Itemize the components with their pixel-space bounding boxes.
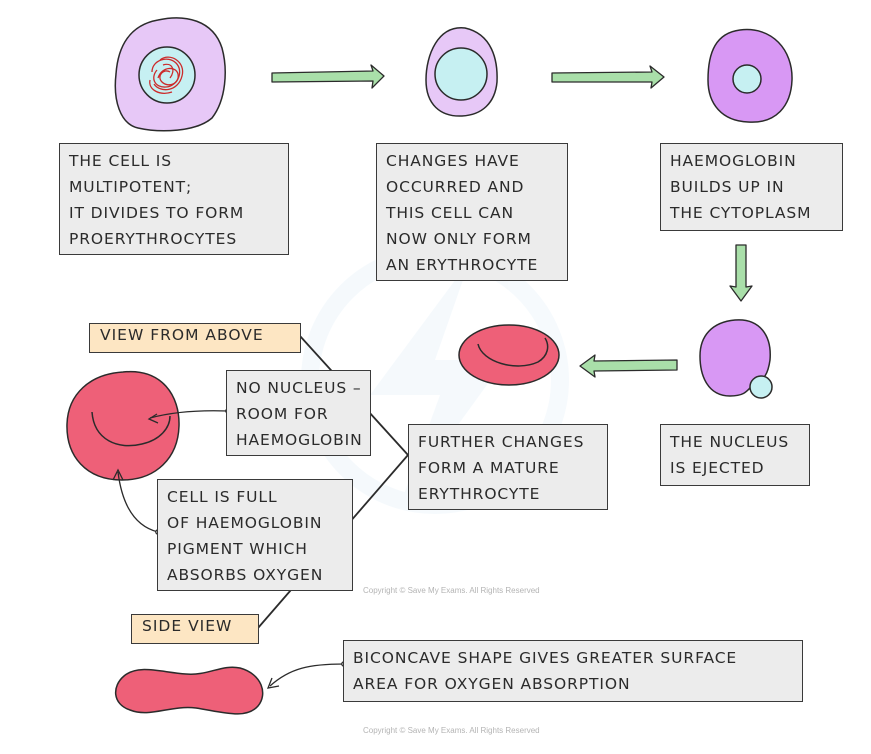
pointer-no-nucleus xyxy=(149,410,229,419)
changes-line-5: AN ERYTHROCYTE xyxy=(386,256,539,274)
haemoglobin-cell xyxy=(707,28,793,123)
nucleus-ejected-box: THE NUCLEUS IS EJECTED xyxy=(660,424,810,486)
no-nucleus-box: NO NUCLEUS – ROOM FOR HAEMOGLOBIN xyxy=(226,370,371,456)
mature-erythrocyte xyxy=(458,324,560,386)
arrow-right-2 xyxy=(551,65,665,89)
arrow-right-1 xyxy=(271,64,385,89)
multipotent-line-2: MULTIPOTENT; xyxy=(69,178,193,196)
chromatin xyxy=(149,56,184,94)
pointer-biconcave xyxy=(269,663,345,687)
ejected-line-2: IS EJECTED xyxy=(670,459,765,477)
ejected-nucleus xyxy=(749,375,773,399)
multipotent-line-4: PROERYTHROCYTES xyxy=(69,230,238,248)
biconcave-box: BICONCAVE SHAPE GIVES GREATER SURFACE AR… xyxy=(343,640,803,702)
proerythrocyte-cell xyxy=(425,27,498,117)
nucleus xyxy=(138,46,196,104)
changes-line-1: CHANGES HAVE xyxy=(386,152,520,170)
erythrocyte-top-view xyxy=(66,370,180,481)
mature-line-2: FORM A MATURE xyxy=(418,459,560,477)
arrow-left xyxy=(579,354,678,378)
biconcave-line-1: BICONCAVE SHAPE GIVES GREATER SURFACE xyxy=(353,649,738,667)
ejected-line-1: THE NUCLEUS xyxy=(670,433,790,451)
side-view-tag: SIDE VIEW xyxy=(131,614,259,644)
erythrocyte-side-view xyxy=(115,666,264,715)
changes-line-4: NOW ONLY FORM xyxy=(386,230,532,248)
cell-full-line-3: PIGMENT WHICH xyxy=(167,540,308,558)
pointer-cell-full xyxy=(117,471,159,533)
mature-erythrocyte-box: FURTHER CHANGES FORM A MATURE ERYTHROCYT… xyxy=(408,424,608,510)
biconcave-line-2: AREA FOR OXYGEN ABSORPTION xyxy=(353,675,631,693)
no-nucleus-line-3: HAEMOGLOBIN xyxy=(236,431,363,449)
multipotent-box: THE CELL IS MULTIPOTENT; IT DIVIDES TO F… xyxy=(59,143,289,255)
changes-box: CHANGES HAVE OCCURRED AND THIS CELL CAN … xyxy=(376,143,568,281)
arrow-down xyxy=(729,244,753,302)
nucleus xyxy=(732,64,762,94)
mature-line-3: ERYTHROCYTE xyxy=(418,485,541,503)
cell-full-line-2: OF HAEMOGLOBIN xyxy=(167,514,323,532)
mature-line-1: FURTHER CHANGES xyxy=(418,433,585,451)
changes-line-2: OCCURRED AND xyxy=(386,178,525,196)
cell-full-line-1: CELL IS FULL xyxy=(167,488,278,506)
multipotent-line-1: THE CELL IS xyxy=(69,152,172,170)
haemoglobin-buildup-box: HAEMOGLOBIN BUILDS UP IN THE CYTOPLASM xyxy=(660,143,843,231)
flow-arrows xyxy=(271,64,753,378)
copyright-middle: Copyright © Save My Exams. All Rights Re… xyxy=(363,586,540,595)
haemoglobin-line-3: THE CYTOPLASM xyxy=(670,204,812,222)
no-nucleus-line-2: ROOM FOR xyxy=(236,405,329,423)
ejecting-cell xyxy=(699,319,773,399)
copyright-bottom: Copyright © Save My Exams. All Rights Re… xyxy=(363,726,540,735)
cell-full-box: CELL IS FULL OF HAEMOGLOBIN PIGMENT WHIC… xyxy=(157,479,353,591)
haemoglobin-line-2: BUILDS UP IN xyxy=(670,178,785,196)
no-nucleus-line-1: NO NUCLEUS – xyxy=(236,379,362,397)
view-from-above-tag: VIEW FROM ABOVE xyxy=(89,323,301,353)
cell-full-line-4: ABSORBS OXYGEN xyxy=(167,566,324,584)
haemoglobin-line-1: HAEMOGLOBIN xyxy=(670,152,797,170)
stem-cell xyxy=(114,17,226,132)
changes-line-3: THIS CELL CAN xyxy=(386,204,514,222)
multipotent-line-3: IT DIVIDES TO FORM xyxy=(69,204,245,222)
nucleus xyxy=(434,47,488,101)
